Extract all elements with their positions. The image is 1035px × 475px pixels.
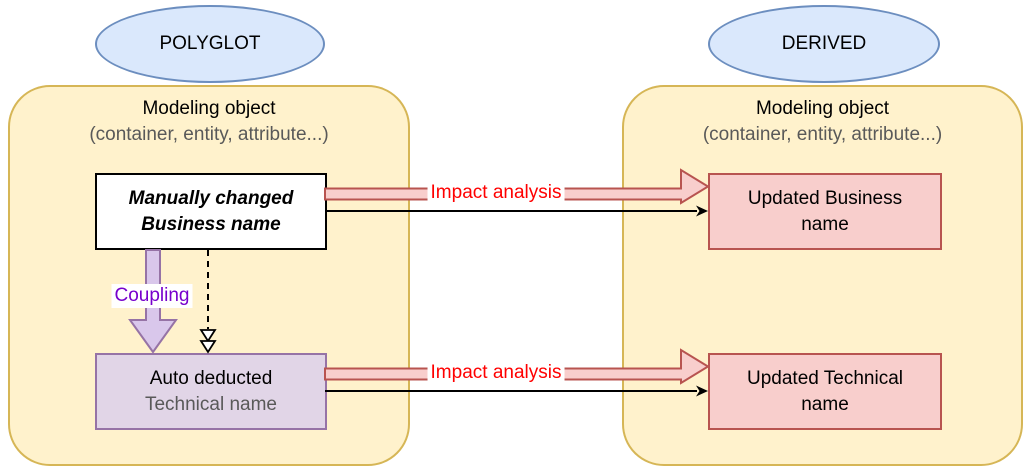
updated-technical-line2: name	[801, 393, 849, 415]
technical-name-line2: Technical name	[144, 393, 278, 415]
derived-ellipse-label: DERIVED	[781, 33, 867, 54]
business-name-line2: Business name	[141, 213, 281, 235]
updated-technical-name-box: Updated Technical name	[708, 353, 942, 430]
updated-business-name-box: Updated Business name	[708, 173, 942, 250]
updated-business-line2: name	[801, 213, 849, 235]
derived-ellipse: DERIVED	[708, 5, 940, 83]
derived-container-title: Modeling object	[755, 98, 890, 119]
manually-changed-business-name-box: Manually changed Business name	[95, 173, 327, 250]
polyglot-container-title: Modeling object	[142, 98, 276, 119]
impact-analysis-label-top: Impact analysis	[427, 181, 565, 205]
impact-analysis-label-bottom: Impact analysis	[427, 361, 565, 385]
technical-name-line1: Auto deducted	[149, 367, 273, 389]
polyglot-ellipse-label: POLYGLOT	[159, 33, 261, 54]
business-name-line1: Manually changed	[128, 187, 294, 209]
coupling-label: Coupling	[111, 284, 193, 308]
auto-deducted-technical-name-box: Auto deducted Technical name	[95, 353, 327, 430]
derived-container-subtitle: (container, entity, attribute...)	[702, 124, 943, 145]
polyglot-container-subtitle: (container, entity, attribute...)	[89, 124, 329, 145]
updated-technical-line1: Updated Technical	[747, 367, 903, 389]
updated-business-line1: Updated Business	[747, 187, 903, 209]
derived-container: Modeling object (container, entity, attr…	[622, 85, 1023, 466]
polyglot-ellipse: POLYGLOT	[95, 5, 325, 83]
